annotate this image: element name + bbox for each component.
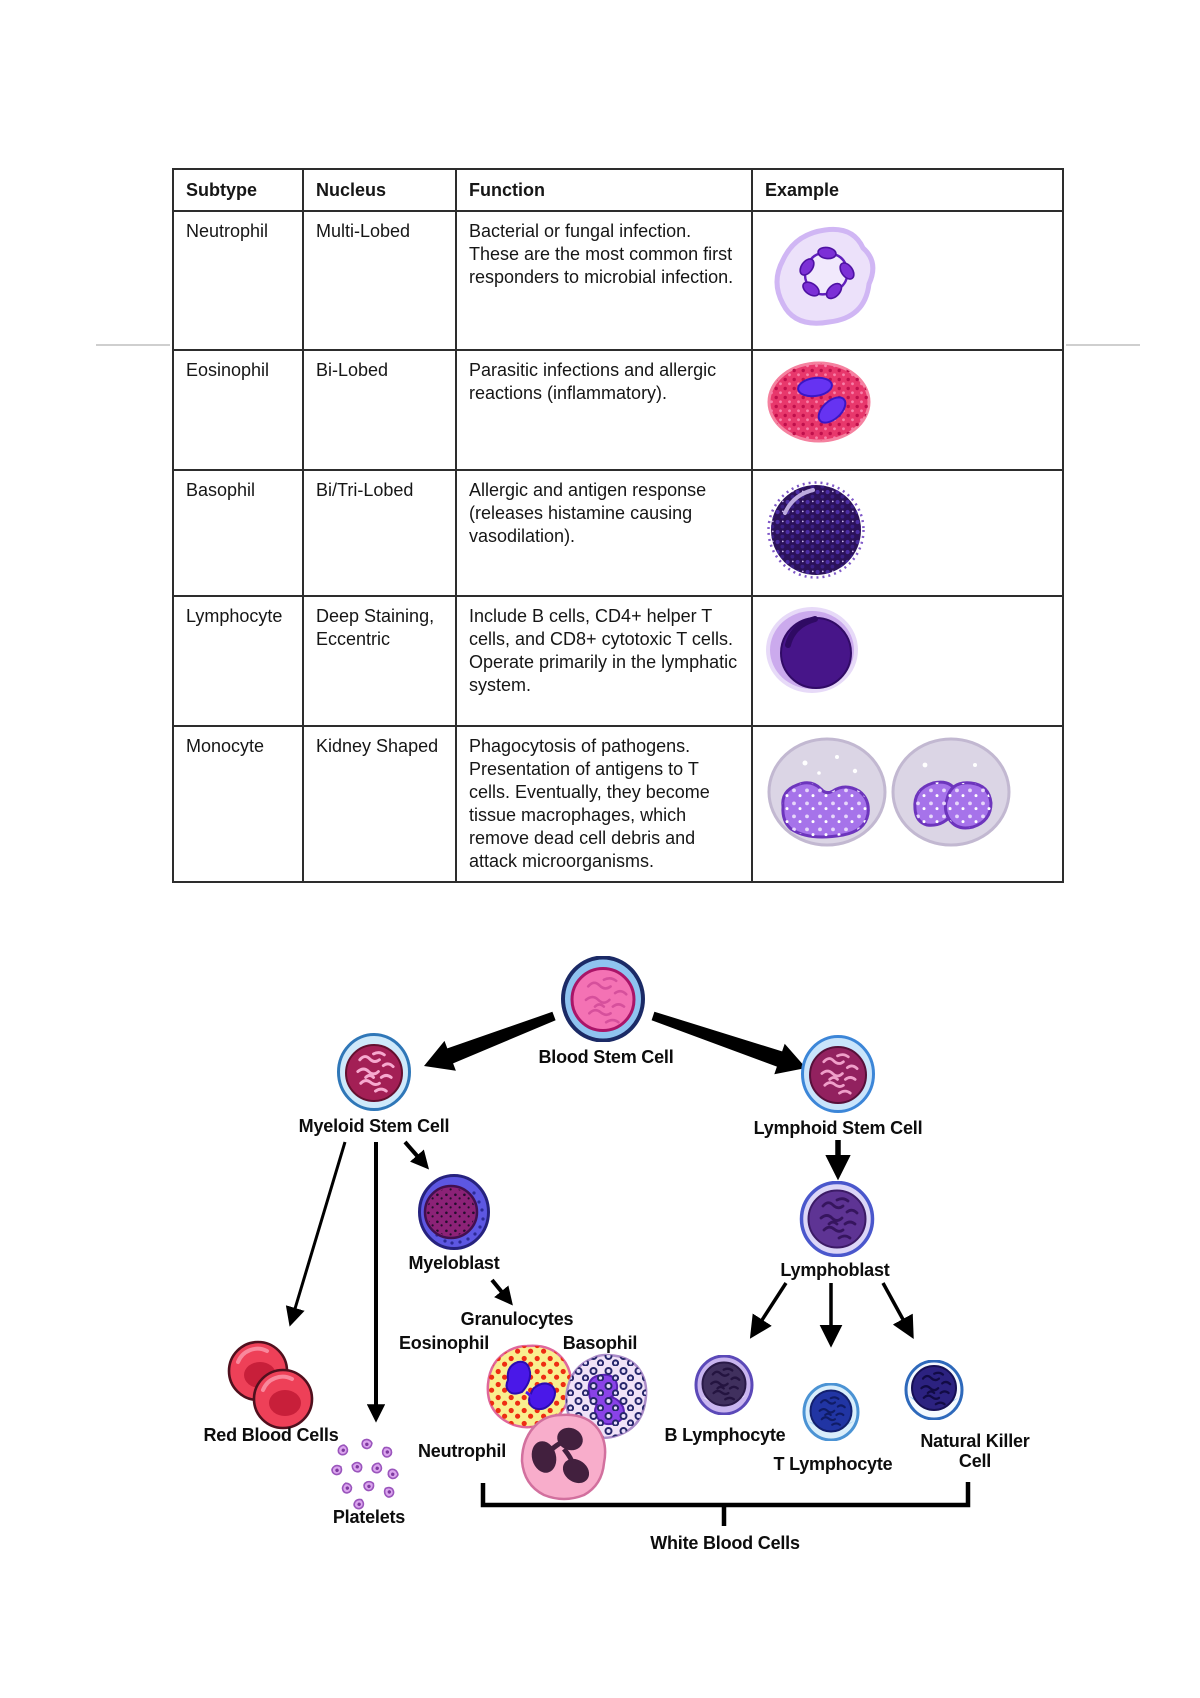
- example-cell: [751, 725, 1064, 883]
- label-platelets: Platelets: [332, 1507, 406, 1527]
- label-natural-killer-cell: Natural Killer Cell: [920, 1431, 1030, 1471]
- neutrophil-granulocyte-icon: [520, 1413, 607, 1501]
- col-header-function: Function: [455, 168, 753, 212]
- label-neutrophil: Neutrophil: [418, 1441, 506, 1461]
- neutrophil-cell-icon: [774, 226, 876, 326]
- function-value: Parasitic infections and allergic reacti…: [455, 349, 753, 471]
- eosinophil-granulocyte-icon: [486, 1344, 572, 1429]
- page-margin-mark-left: [96, 344, 170, 346]
- nucleus-value: Bi-Lobed: [302, 349, 457, 471]
- table-row: Eosinophil Bi-Lobed Parasitic infections…: [172, 349, 1064, 471]
- table-row: Basophil Bi/Tri-Lobed Allergic and antig…: [172, 469, 1064, 597]
- example-cell: [751, 595, 1064, 727]
- label-t-lymphocyte: T Lymphocyte: [773, 1454, 893, 1474]
- nucleus-value: Kidney Shaped: [302, 725, 457, 883]
- arrow-to-myeloblast: [403, 1140, 430, 1170]
- platelets-icon: [329, 1437, 400, 1512]
- table-header-row: Subtype Nucleus Function Example: [172, 168, 1064, 212]
- label-red-blood-cells: Red Blood Cells: [203, 1425, 339, 1445]
- subtype-value: Monocyte: [172, 725, 304, 883]
- col-header-subtype: Subtype: [172, 168, 304, 212]
- nucleus-value: Multi-Lobed: [302, 210, 457, 351]
- function-value: Include B cells, CD4+ helper T cells, an…: [455, 595, 753, 727]
- function-value: Phagocytosis of pathogens. Presentation …: [455, 725, 753, 883]
- col-header-example: Example: [751, 168, 1064, 212]
- lymphoblast-icon: [799, 1181, 875, 1257]
- label-basophil: Basophil: [562, 1333, 638, 1353]
- nucleus-value: Bi/Tri-Lobed: [302, 469, 457, 597]
- myeloid-stem-cell-icon: [337, 1033, 411, 1111]
- subtype-value: Lymphocyte: [172, 595, 304, 727]
- arrow-to-lymphoid: [651, 1011, 806, 1075]
- arrow-to-b-lymphocyte: [749, 1282, 788, 1339]
- example-cell: [751, 210, 1064, 351]
- subtype-value: Eosinophil: [172, 349, 304, 471]
- table-row: Neutrophil Multi-Lobed Bacterial or fung…: [172, 210, 1064, 351]
- table-row: Lymphocyte Deep Staining, Eccentric Incl…: [172, 595, 1064, 727]
- label-granulocytes: Granulocytes: [460, 1309, 574, 1329]
- monocyte-cell-1: [767, 737, 887, 847]
- arrow-to-granulocytes: [490, 1278, 513, 1306]
- label-lymphoid-stem-cell: Lymphoid Stem Cell: [753, 1118, 923, 1138]
- label-myeloblast: Myeloblast: [408, 1253, 500, 1273]
- page-margin-mark-right: [1066, 344, 1140, 346]
- function-value: Allergic and antigen response (releases …: [455, 469, 753, 597]
- arrow-to-rbc: [285, 1141, 347, 1327]
- label-white-blood-cells: White Blood Cells: [650, 1533, 800, 1553]
- monocyte-cell-2: [891, 737, 1011, 847]
- myeloblast-icon: [418, 1174, 490, 1250]
- subtype-value: Basophil: [172, 469, 304, 597]
- arrow-to-myeloid: [424, 1011, 556, 1071]
- col-header-nucleus: Nucleus: [302, 168, 457, 212]
- lymphoid-stem-cell-icon: [801, 1035, 875, 1113]
- blood-stem-cell-icon: [561, 956, 645, 1042]
- b-lymphocyte-icon: [694, 1355, 754, 1415]
- example-cell: [751, 469, 1064, 597]
- monocyte-cells-icon: [767, 737, 1011, 847]
- label-lymphoblast: Lymphoblast: [780, 1260, 890, 1280]
- t-lymphocyte-icon: [802, 1383, 860, 1441]
- basophil-granulocyte-icon: [565, 1353, 648, 1440]
- basophil-cell-icon: [767, 481, 865, 579]
- white-blood-cells-bracket: [480, 1482, 971, 1526]
- label-eosinophil: Eosinophil: [399, 1333, 489, 1353]
- label-blood-stem-cell: Blood Stem Cell: [538, 1047, 674, 1067]
- label-myeloid-stem-cell: Myeloid Stem Cell: [298, 1116, 450, 1136]
- wbc-subtype-table: Subtype Nucleus Function Example Neutrop…: [172, 168, 1064, 883]
- natural-killer-cell-icon: [904, 1360, 964, 1420]
- table-row: Monocyte Kidney Shaped Phagocytosis of p…: [172, 725, 1064, 883]
- label-b-lymphocyte: B Lymphocyte: [664, 1425, 786, 1445]
- eosinophil-cell-icon: [767, 361, 871, 443]
- red-blood-cell-2: [252, 1368, 314, 1430]
- function-value: Bacterial or fungal infection. These are…: [455, 210, 753, 351]
- red-blood-cells-icon: [227, 1340, 314, 1430]
- nucleus-value: Deep Staining, Eccentric: [302, 595, 457, 727]
- arrow-to-nk-cell: [881, 1282, 914, 1339]
- example-cell: [751, 349, 1064, 471]
- subtype-value: Neutrophil: [172, 210, 304, 351]
- lymphocyte-cell-icon: [766, 607, 858, 693]
